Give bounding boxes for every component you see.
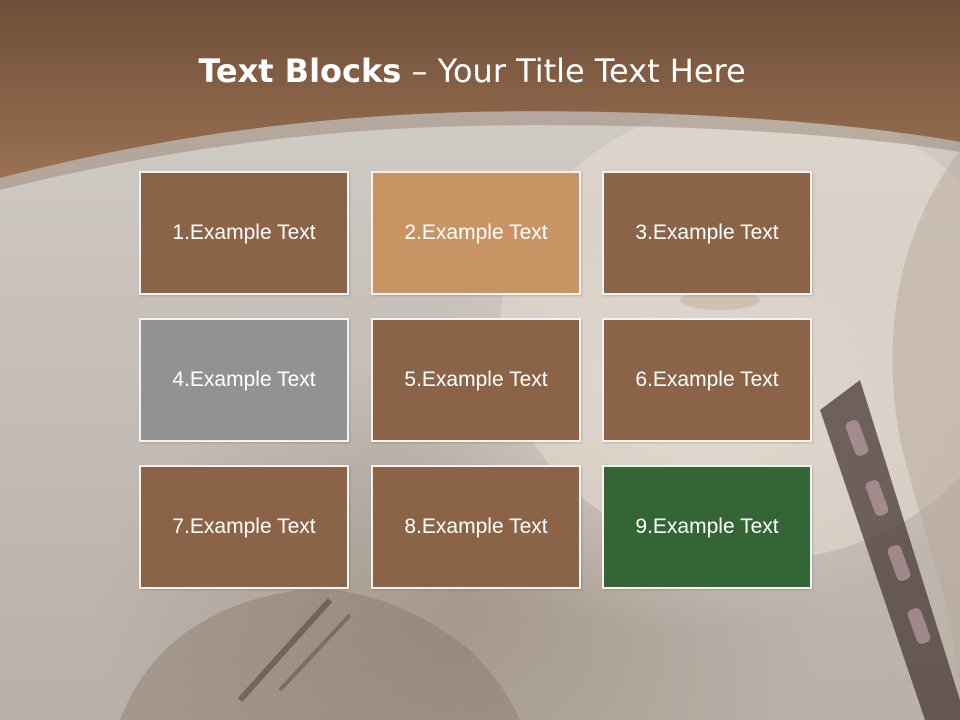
text-block-7[interactable]: 7.Example Text (139, 465, 349, 589)
text-block-4-label: 4.Example Text (172, 368, 316, 391)
title-dash: – (401, 52, 438, 90)
text-block-2-label: 2.Example Text (404, 221, 548, 244)
text-block-1-label: 1.Example Text (172, 221, 316, 244)
text-block-9[interactable]: 9.Example Text (602, 465, 812, 589)
title-rest: Your Title Text Here (437, 52, 746, 90)
text-block-6-label: 6.Example Text (635, 368, 779, 391)
text-block-8-label: 8.Example Text (404, 515, 548, 538)
text-block-2[interactable]: 2.Example Text (371, 171, 581, 295)
header-band (0, 0, 960, 190)
text-block-1[interactable]: 1.Example Text (139, 171, 349, 295)
text-block-4[interactable]: 4.Example Text (139, 318, 349, 442)
text-block-8[interactable]: 8.Example Text (371, 465, 581, 589)
text-block-5[interactable]: 5.Example Text (371, 318, 581, 442)
text-block-3[interactable]: 3.Example Text (602, 171, 812, 295)
slide-title: Text Blocks – Your Title Text Here (0, 52, 944, 90)
text-block-6[interactable]: 6.Example Text (602, 318, 812, 442)
title-bold: Text Blocks (198, 52, 402, 90)
text-block-9-label: 9.Example Text (635, 515, 779, 538)
text-block-7-label: 7.Example Text (172, 515, 316, 538)
text-block-5-label: 5.Example Text (404, 368, 548, 391)
text-block-3-label: 3.Example Text (635, 221, 779, 244)
